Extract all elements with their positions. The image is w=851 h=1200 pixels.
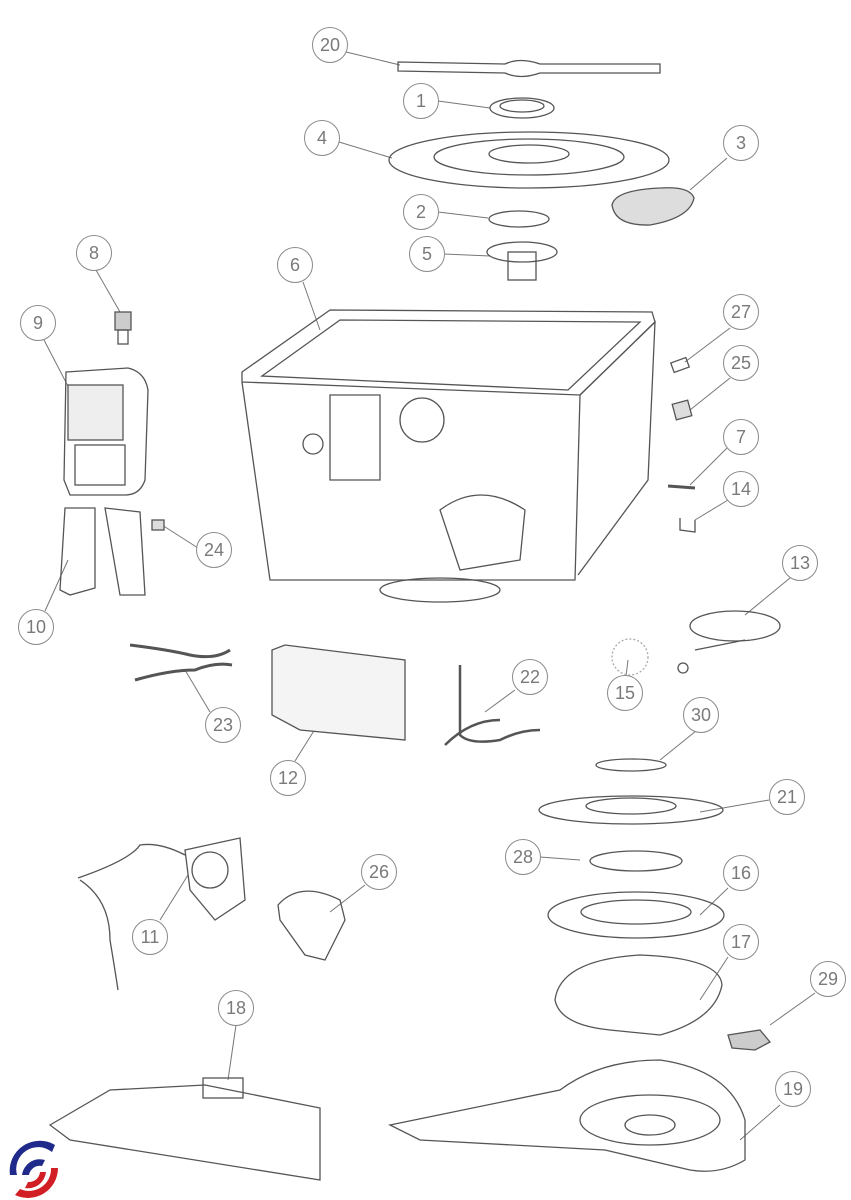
part-22-cable bbox=[444, 665, 541, 746]
part-11-motor bbox=[77, 837, 246, 991]
callout-21: 21 bbox=[769, 779, 805, 815]
part-18-base-panel bbox=[48, 1077, 321, 1181]
part-3-cover bbox=[611, 187, 695, 226]
part-16-cover bbox=[547, 891, 725, 939]
callout-7: 7 bbox=[723, 419, 759, 455]
callout-5: 5 bbox=[409, 236, 445, 272]
callout-3: 3 bbox=[723, 125, 759, 161]
part-19-base-frame bbox=[388, 1059, 746, 1172]
part-8-plug bbox=[114, 311, 132, 345]
callout-26: 26 bbox=[361, 854, 397, 890]
callout-2: 2 bbox=[403, 194, 439, 230]
callout-29: 29 bbox=[810, 961, 846, 997]
part-7-pin bbox=[667, 484, 696, 490]
part-9-control-housing bbox=[63, 367, 149, 496]
callout-13: 13 bbox=[782, 545, 818, 581]
callout-18: 18 bbox=[218, 990, 254, 1026]
part-28-ring bbox=[589, 850, 683, 872]
callout-11: 11 bbox=[132, 919, 168, 955]
callout-27: 27 bbox=[723, 294, 759, 330]
part-4-filter-plate bbox=[388, 131, 670, 189]
callout-15: 15 bbox=[607, 675, 643, 711]
callout-24: 24 bbox=[196, 532, 232, 568]
callout-22: 22 bbox=[512, 659, 548, 695]
callout-14: 14 bbox=[723, 471, 759, 507]
part-6-tub bbox=[241, 309, 656, 603]
brand-logo bbox=[9, 1140, 58, 1198]
callout-17: 17 bbox=[723, 924, 759, 960]
part-23-wire-harness bbox=[129, 643, 233, 682]
part-2-gasket bbox=[488, 210, 550, 228]
part-30-seal bbox=[595, 758, 667, 772]
part-15-clip bbox=[611, 638, 649, 676]
part-1-ring bbox=[489, 97, 555, 119]
part-5-pump-hub bbox=[486, 241, 558, 281]
part-21-sump-ring bbox=[538, 795, 724, 825]
callout-8: 8 bbox=[76, 235, 112, 271]
callout-9: 9 bbox=[20, 305, 56, 341]
part-20-upper-spray-arm bbox=[397, 59, 661, 78]
callout-23: 23 bbox=[205, 707, 241, 743]
part-29-cap bbox=[727, 1029, 772, 1051]
callout-12: 12 bbox=[270, 760, 306, 796]
part-25-pad bbox=[671, 399, 693, 421]
callout-25: 25 bbox=[723, 345, 759, 381]
callout-19: 19 bbox=[775, 1071, 811, 1107]
part-17-base-ring bbox=[554, 954, 723, 1036]
callout-10: 10 bbox=[18, 609, 54, 645]
part-10-bracket bbox=[59, 507, 146, 596]
callout-6: 6 bbox=[277, 247, 313, 283]
part-26-clamp bbox=[277, 890, 346, 961]
callout-1: 1 bbox=[403, 83, 439, 119]
part-13-heater bbox=[677, 610, 781, 674]
part-14-bracket bbox=[679, 518, 696, 533]
part-12-control-board bbox=[271, 644, 406, 741]
callout-4: 4 bbox=[304, 120, 340, 156]
callout-20: 20 bbox=[312, 27, 348, 63]
part-24-knob bbox=[151, 519, 165, 531]
part-27-clip bbox=[669, 356, 691, 374]
callout-28: 28 bbox=[505, 839, 541, 875]
leader-lines bbox=[43, 51, 816, 1141]
callout-30: 30 bbox=[683, 697, 719, 733]
callout-16: 16 bbox=[723, 855, 759, 891]
